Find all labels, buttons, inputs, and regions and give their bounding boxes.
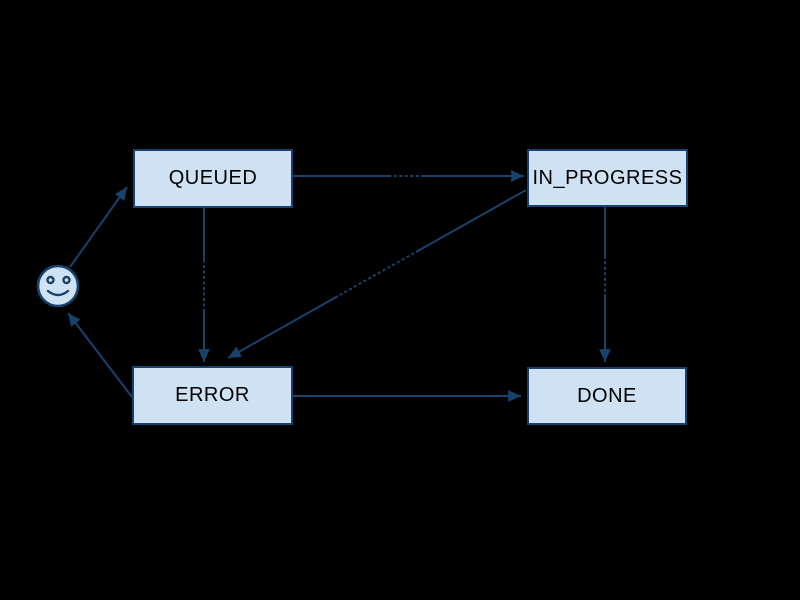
state-node-label: QUEUED [168,167,258,189]
state-node-queued: QUEUED [133,149,293,208]
smiley-face-icon [36,264,80,308]
smiley-mouth [46,289,70,297]
state-node-in-progress: IN_PROGRESS [527,149,688,207]
edge-user-to-queued [69,186,128,268]
state-node-error: ERROR [132,366,293,425]
smiley-head [36,264,80,308]
state-node-label: DONE [577,384,637,407]
edge-label-occlusion [336,250,418,298]
state-node-done: DONE [527,367,687,425]
state-node-label: IN_PROGRESS [532,166,683,189]
state-node-label: ERROR [175,384,250,406]
edge-error-to-user [67,312,133,398]
smiley-right-eye [62,275,71,285]
smiley-left-eye [46,275,55,285]
